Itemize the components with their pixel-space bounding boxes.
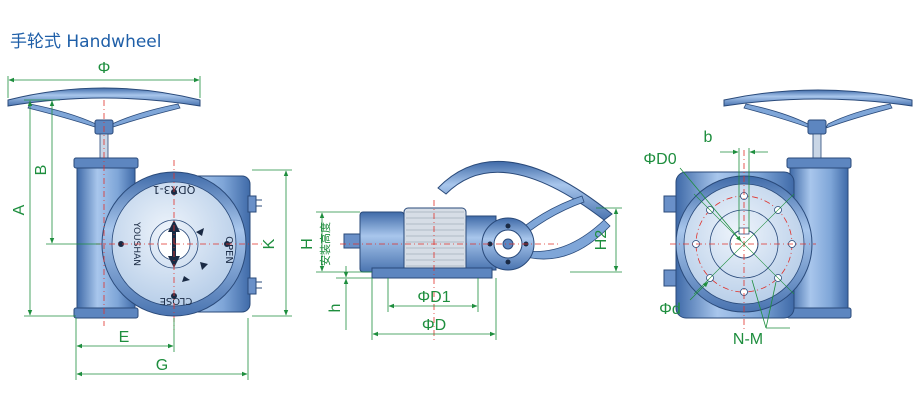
dial-close-label: CLOSE	[160, 295, 193, 306]
front-centerlines	[96, 160, 262, 330]
side-gear-hatching	[406, 211, 464, 267]
side-view: H 安装高度 h H2 ΦD1 ΦD	[299, 160, 622, 340]
front-bolt-lower	[247, 277, 257, 295]
dim-d1: ΦD1	[417, 289, 450, 306]
dim-install-height: 安装高度	[318, 222, 332, 266]
flange-handwheel-rim	[723, 89, 913, 107]
dim-a: A	[11, 204, 28, 215]
dim-e: E	[119, 329, 130, 346]
dim-h-small: h	[327, 304, 344, 313]
flange-shaft	[812, 133, 822, 161]
front-view: QDX3-1 YOUSHAN OPEN CLOSE	[7, 60, 292, 380]
dim-b-keyway: b	[704, 129, 713, 146]
flange-cylinder-cap	[786, 157, 852, 169]
dim-h: H	[299, 238, 316, 250]
flange-bolt	[663, 269, 677, 287]
front-handwheel-spoke-left	[27, 103, 99, 129]
drawing-title: 手轮式 Handwheel	[10, 32, 162, 52]
flange-handwheel-hub	[807, 119, 827, 135]
front-handwheel-spoke-right	[109, 103, 181, 129]
dim-d0: ΦD0	[643, 151, 676, 168]
side-worm-bolt	[505, 223, 511, 229]
dim-b: B	[33, 165, 50, 176]
flange-dimension-lines	[679, 148, 790, 329]
flange-centerlines	[670, 150, 816, 330]
side-centerlines	[340, 200, 560, 340]
dim-k: K	[261, 238, 278, 249]
front-dial-bolt	[118, 241, 124, 247]
front-bolt-threads	[256, 199, 262, 289]
side-base-flange	[371, 267, 493, 279]
dial-brand-label: YOUSHAN	[131, 221, 141, 266]
dim-d-small: Φd	[659, 301, 681, 318]
side-worm-bolt	[487, 241, 493, 247]
side-worm-bolt	[505, 259, 511, 265]
flange-diagonals	[693, 193, 795, 295]
flange-cylinder-cap	[786, 307, 852, 319]
side-handwheel-rim	[437, 160, 613, 221]
dim-g: G	[156, 357, 168, 374]
front-dial-marks	[182, 228, 208, 282]
front-cylinder-cap-bottom	[73, 307, 139, 319]
side-dimension-lines	[316, 207, 622, 340]
front-dimension-lines	[7, 76, 292, 380]
side-housing-left	[359, 211, 405, 273]
flange-view: b ΦD0 Φd N-M	[643, 89, 913, 348]
flange-handwheel-spoke	[825, 103, 893, 129]
flange-handwheel-spoke	[743, 103, 811, 129]
side-bolt	[343, 233, 361, 249]
dim-nm: N-M	[733, 331, 763, 348]
dim-phi: Φ	[98, 60, 111, 77]
dial-open-label: OPEN	[223, 236, 234, 264]
front-bolt-upper	[247, 195, 257, 213]
dim-d: ΦD	[422, 317, 446, 334]
dim-h2: H2	[593, 230, 610, 251]
front-cylinder-cap-top	[73, 157, 139, 169]
flange-bolt	[663, 195, 677, 213]
